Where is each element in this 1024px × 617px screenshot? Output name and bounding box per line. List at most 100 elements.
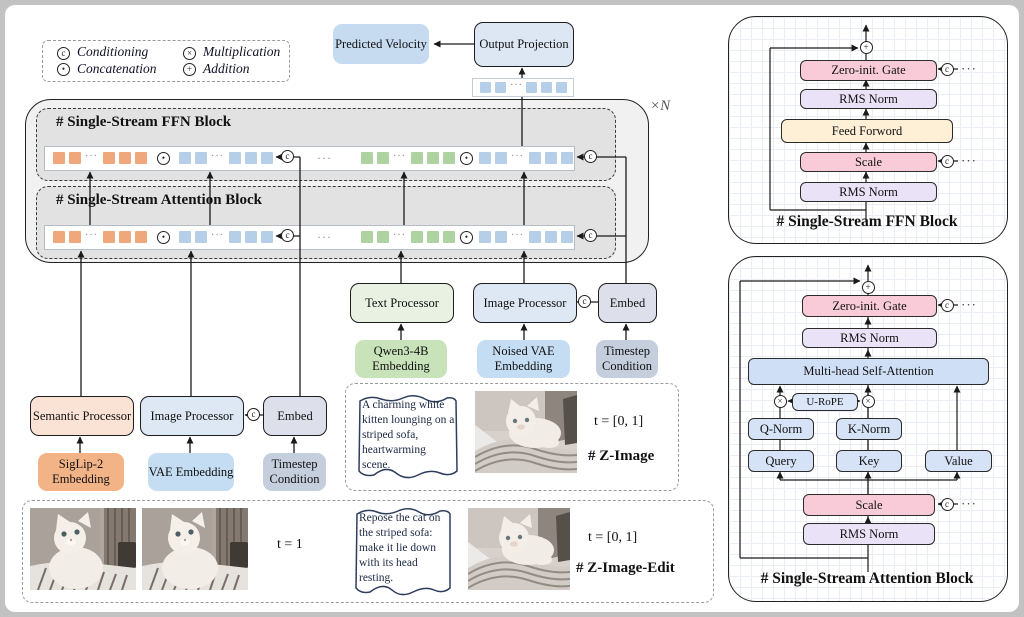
ellipsis: ···: [511, 151, 524, 162]
conditioning-icon: c: [247, 408, 260, 421]
urope-box: U-RoPE: [792, 393, 858, 411]
token-square: [119, 231, 131, 243]
rms-norm-box: RMS Norm: [802, 328, 937, 348]
token-square: [556, 82, 567, 93]
token-square: [495, 231, 507, 243]
token-square: [411, 231, 423, 243]
conditioning-icon: c: [940, 497, 954, 511]
prompt-bubble: Repose the cat on the striped sofa: make…: [351, 504, 455, 598]
prompt-text: A charming white kitten lounging on a st…: [362, 399, 455, 471]
ffn-token-row: ··· • ··· ··· ··· • ···: [44, 146, 575, 171]
multiplication-icon: ×: [183, 47, 196, 60]
concatenation-icon: •: [460, 231, 473, 244]
scale-box: Scale: [803, 494, 935, 516]
ellipsis: ···: [317, 151, 332, 165]
conditioning-icon: c: [281, 229, 294, 242]
cat-photo: [30, 508, 136, 590]
token-square: [377, 231, 389, 243]
siglip-embedding-box: SigLip-2 Embedding: [38, 453, 124, 491]
ellipsis: ···: [211, 230, 224, 241]
output-projection-box: Output Projection: [474, 22, 574, 67]
token-square: [479, 152, 491, 164]
token-square: [479, 231, 491, 243]
noised-vae-embedding-box: Noised VAE Embedding: [477, 340, 570, 378]
token-square: [135, 152, 147, 164]
token-square: [526, 82, 537, 93]
addition-icon: +: [861, 280, 875, 294]
token-square: [261, 231, 273, 243]
mhsa-box: Multi-head Self-Attention: [748, 358, 989, 385]
ellipsis: ···: [393, 151, 406, 162]
prompt-bubble: A charming white kitten lounging on a st…: [354, 391, 462, 481]
timestep-condition-box: Timestep Condition: [596, 340, 658, 378]
ellipsis: ···: [317, 230, 332, 244]
token-square: [195, 231, 207, 243]
scale-box: Scale: [800, 152, 937, 172]
cat-photo: [142, 508, 248, 590]
bubble-outline: [355, 508, 451, 596]
key-box: Key: [836, 450, 902, 472]
token-square: [179, 152, 191, 164]
ellipsis: ···: [961, 496, 977, 511]
repeat-count-label: ×N: [650, 98, 671, 114]
z-image-time-label: t = [0, 1]: [594, 414, 644, 429]
predicted-velocity-box: Predicted Velocity: [333, 24, 429, 64]
token-square: [561, 152, 573, 164]
rms-norm-box: RMS Norm: [800, 89, 937, 109]
text-processor-box: Text Processor: [350, 283, 454, 323]
token-square: [103, 231, 115, 243]
token-square: [229, 231, 241, 243]
token-square: [361, 231, 373, 243]
concatenation-icon: •: [157, 231, 170, 244]
token-square: [135, 231, 147, 243]
conditioning-icon: c: [940, 62, 954, 76]
zero-init-gate-box: Zero-init. Gate: [800, 60, 937, 81]
token-square: [411, 152, 423, 164]
multiplication-icon: ×: [861, 394, 875, 408]
token-square: [443, 231, 455, 243]
concatenation-icon: •: [460, 152, 473, 165]
qwen-embedding-box: Qwen3-4B Embedding: [355, 340, 447, 378]
token-square: [53, 152, 65, 164]
embed-box: Embed: [598, 283, 657, 323]
ellipsis: ···: [85, 230, 98, 241]
token-square: [545, 152, 557, 164]
legend-label-addition: Addition: [203, 61, 250, 76]
conditioning-icon: c: [940, 298, 954, 312]
bubble-outline: [358, 395, 458, 479]
token-square: [541, 82, 552, 93]
rms-norm-box: RMS Norm: [803, 523, 935, 545]
token-square: [561, 231, 573, 243]
token-square: [361, 152, 373, 164]
legend-label-multiplication: Multiplication: [203, 44, 281, 59]
k-norm-box: K-Norm: [836, 418, 902, 440]
token-square: [261, 152, 273, 164]
token-square: [69, 152, 81, 164]
attention-detail-title: # Single-Stream Attention Block: [760, 570, 974, 587]
token-square: [245, 231, 257, 243]
conditioning-icon: c: [584, 229, 597, 242]
rms-norm-box: RMS Norm: [800, 182, 937, 202]
vae-embedding-box: VAE Embedding: [148, 453, 234, 491]
token-square: [529, 231, 541, 243]
ellipsis: ···: [961, 297, 977, 312]
ffn-block-title: # Single-Stream FFN Block: [56, 114, 232, 130]
conditioning-icon: c: [584, 150, 597, 163]
query-box: Query: [748, 450, 814, 472]
semantic-processor-box: Semantic Processor: [30, 396, 134, 436]
token-square: [195, 152, 207, 164]
token-square: [480, 82, 491, 93]
embed-box: Embed: [263, 396, 327, 436]
timestep-condition-box: Timestep Condition: [263, 453, 326, 491]
token-square: [377, 152, 389, 164]
edit-source-time-label: t = 1: [277, 537, 303, 552]
ellipsis: ···: [511, 230, 524, 241]
token-square: [53, 231, 65, 243]
feed-forward-box: Feed Forword: [781, 119, 953, 143]
token-square: [427, 152, 439, 164]
conditioning-icon: c: [281, 150, 294, 163]
image-processor-box: Image Processor: [473, 283, 577, 323]
zero-init-gate-box: Zero-init. Gate: [802, 295, 937, 317]
cat-photo: [468, 508, 570, 590]
